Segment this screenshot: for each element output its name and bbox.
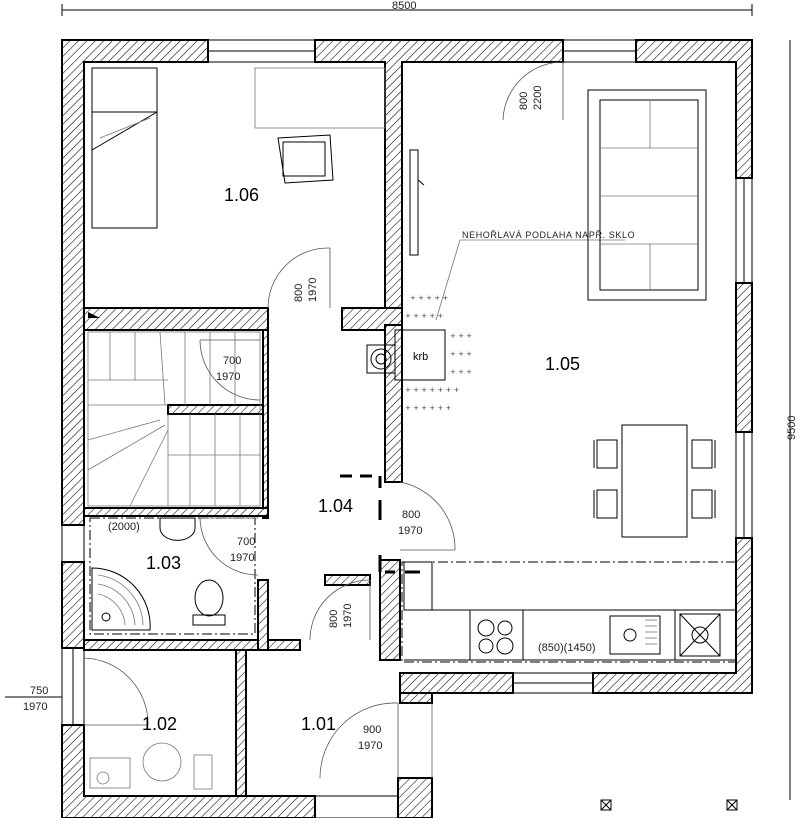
stairs xyxy=(87,331,261,507)
wall-top-right xyxy=(635,39,753,179)
kitchen-counter xyxy=(401,561,737,663)
dining-table xyxy=(621,424,688,538)
door-label-104: 800 1970 xyxy=(398,509,422,537)
overall-height-dimension: 9500 xyxy=(786,40,798,800)
bath-dashed-outline xyxy=(89,517,256,635)
svg-text:800: 800 xyxy=(402,509,420,521)
overall-width-dimension: 8500 xyxy=(61,0,753,16)
wall-wc-right xyxy=(235,649,247,797)
room-label-1-05: 1.05 xyxy=(545,354,580,374)
wall-bedroom-bottom xyxy=(83,307,269,331)
svg-text:1970: 1970 xyxy=(342,604,354,628)
room-label-1-04: 1.04 xyxy=(318,496,353,516)
wall-right-mid xyxy=(735,282,753,433)
door-label-103: 700 1970 xyxy=(230,536,255,564)
wall-stair-right xyxy=(262,329,269,519)
fireplace-floor-pattern: + + + + + + + + + + + + + + + + + + + + … xyxy=(405,294,472,412)
wall-left-bottom xyxy=(61,724,316,818)
fireplace: krb xyxy=(366,329,446,381)
svg-text:800: 800 xyxy=(328,610,340,628)
svg-text:+ + + + +: + + + + + xyxy=(405,312,443,320)
door-label-stairs: 700 1970 xyxy=(216,355,241,383)
toilet-103 xyxy=(192,579,226,626)
svg-text:1970: 1970 xyxy=(358,740,382,752)
floor-note-label: NEHOŘLAVÁ PODLAHA NAPŘ. SKLO xyxy=(462,230,635,240)
wall-bath-bottom xyxy=(83,639,301,651)
door-label-hall: 800 1970 xyxy=(328,604,354,628)
overall-height-label: 9500 xyxy=(786,416,798,440)
door-label-101: 900 1970 xyxy=(358,724,382,752)
gas-stove xyxy=(679,613,721,657)
floor-note-leader: NEHOŘLAVÁ PODLAHA NAPŘ. SKLO xyxy=(435,230,635,321)
room-label-1-03: 1.03 xyxy=(146,553,181,573)
wall-top-left xyxy=(61,39,209,526)
tv-unit xyxy=(409,149,425,256)
kitchen-dims-label: (850)(1450) xyxy=(538,642,595,654)
door-label-105: 800 2200 xyxy=(518,86,544,110)
exterior-walls xyxy=(61,39,753,818)
interior-walls xyxy=(83,307,403,797)
wall-bottom-kitchen xyxy=(399,672,514,694)
door-label-106: 800 1970 xyxy=(293,278,319,302)
room-label-1-06: 1.06 xyxy=(224,185,259,205)
door-labels: 800 2200 800 1970 700 1970 800 1970 700 … xyxy=(5,86,544,752)
desk xyxy=(254,67,386,129)
door-swings xyxy=(83,61,564,779)
washbasin xyxy=(159,517,196,541)
wall-stair-mid xyxy=(167,404,269,415)
overall-width-label: 8500 xyxy=(392,0,416,12)
door-label-102: 750 1970 xyxy=(5,685,62,713)
svg-text:700: 700 xyxy=(237,536,255,548)
shower-tray xyxy=(91,567,151,631)
windows xyxy=(61,39,753,818)
wall-entry-right xyxy=(397,777,433,818)
svg-text:+ + +: + + + xyxy=(450,368,472,376)
svg-text:+ + +: + + + xyxy=(450,350,472,358)
fireplace-label: krb xyxy=(413,351,428,363)
svg-text:+ + + + + +: + + + + + + xyxy=(405,404,451,412)
svg-text:1970: 1970 xyxy=(307,278,319,302)
column-markers xyxy=(88,312,738,811)
svg-text:800: 800 xyxy=(293,284,305,302)
sofa xyxy=(587,89,707,301)
svg-text:1970: 1970 xyxy=(23,701,47,713)
wall-left-lower xyxy=(61,561,85,649)
svg-text:+ + + + + + +: + + + + + + + xyxy=(405,386,460,394)
cooktop xyxy=(477,619,514,655)
svg-text:1970: 1970 xyxy=(230,552,254,564)
dining-chairs xyxy=(593,439,716,519)
bed xyxy=(91,67,158,229)
room-label-1-01: 1.01 xyxy=(301,714,336,734)
wall-bath-right xyxy=(257,579,269,651)
svg-text:900: 900 xyxy=(363,724,381,736)
room-labels: 1.06 1.05 1.04 1.03 1.02 1.01 xyxy=(142,185,580,734)
svg-text:700: 700 xyxy=(223,355,241,367)
hall-dash-marks xyxy=(340,474,420,574)
wall-bath-top xyxy=(83,507,269,517)
svg-text:+ + +: + + + xyxy=(450,332,472,340)
kitchen-sink xyxy=(609,615,661,655)
svg-text:1970: 1970 xyxy=(398,525,422,537)
wall-entry-pier xyxy=(399,692,433,704)
wall-fireplace-stub xyxy=(341,307,403,331)
shower-dim-label: (2000) xyxy=(108,521,140,533)
svg-text:1970: 1970 xyxy=(216,371,240,383)
svg-text:+ + + + +: + + + + + xyxy=(410,294,448,302)
desk-chair xyxy=(277,134,334,184)
svg-text:750: 750 xyxy=(30,685,48,697)
svg-text:2200: 2200 xyxy=(532,86,544,110)
wall-hall-right xyxy=(379,559,401,661)
toilet-102 xyxy=(89,742,213,790)
room-label-1-02: 1.02 xyxy=(142,714,177,734)
svg-text:800: 800 xyxy=(518,92,530,110)
